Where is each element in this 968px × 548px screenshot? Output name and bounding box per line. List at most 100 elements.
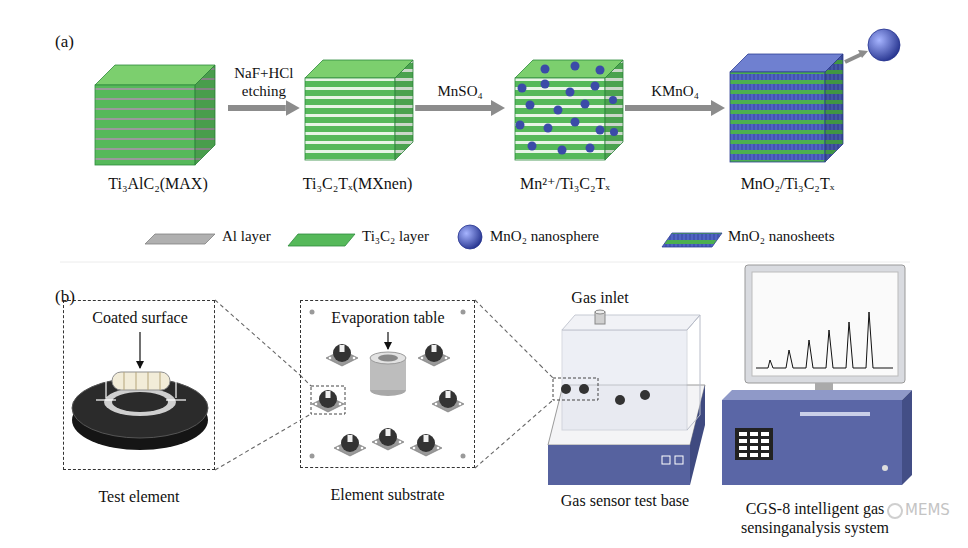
mxene-block — [305, 60, 413, 78]
caption-box: MnO₂/Ti₃C₂Tₓ — [725, 174, 850, 193]
node-caption: Ti₃C₂Tₓ(MXnen) — [303, 174, 412, 193]
mn-ion-block — [518, 84, 527, 93]
caption-box: Test element — [64, 487, 214, 506]
analysis-system-drawing — [750, 446, 758, 450]
analysis-system-drawing — [752, 272, 898, 376]
panel-label: (b) — [55, 287, 75, 307]
substrate-drawing — [311, 386, 345, 414]
panel-label: (a) — [55, 32, 74, 52]
node-caption: Ti₃AlC₂(MAX) — [108, 174, 207, 193]
analysis-system-drawing — [739, 432, 747, 436]
part-label: Gas inlet — [571, 288, 628, 307]
zoom-frame: Test element — [63, 300, 215, 470]
mn-ion-block — [605, 60, 623, 160]
substrate-drawing — [310, 310, 315, 315]
zoom-line — [475, 400, 553, 468]
analysis-system-drawing — [902, 390, 912, 485]
test-element-drawing — [96, 399, 116, 400]
analysis-system-drawing — [722, 390, 912, 400]
analysis-system-drawing — [739, 446, 747, 450]
mno2-block — [868, 29, 900, 61]
analysis-system-drawing — [750, 453, 758, 457]
mn-ion-block — [571, 118, 580, 127]
test-element-drawing — [148, 372, 149, 390]
test-element-drawing — [104, 388, 176, 416]
mno2-block — [845, 54, 862, 62]
substrate-drawing — [461, 310, 466, 315]
max-block — [95, 85, 195, 165]
test-element-drawing — [105, 376, 106, 398]
node-caption: Element substrate — [330, 485, 444, 504]
mn-ion-block — [515, 60, 623, 78]
test-element-drawing — [139, 332, 140, 368]
test-base-drawing — [561, 384, 571, 394]
mn-ion-block — [610, 128, 618, 136]
substrate-drawing — [418, 344, 450, 366]
test-base-drawing — [553, 378, 598, 400]
caption-box: Mn²⁺/Ti₃C₂Tₓ — [505, 174, 625, 193]
legend-entry: Ti₃C₂ layer — [362, 227, 429, 245]
node-caption: MnO₂/Ti₃C₂Tₓ — [741, 174, 835, 193]
al-layer-sample — [145, 234, 215, 244]
max-block — [95, 65, 215, 165]
legend-text: MnO₂ nanosphere — [490, 228, 599, 244]
test-element-drawing — [166, 399, 186, 400]
stage-node: Ti₃C₂Tₓ(MXnen) — [300, 48, 415, 193]
mn-ion-block — [515, 78, 605, 160]
test-base-drawing — [615, 395, 625, 405]
process-arrow — [415, 105, 491, 111]
test-base-drawing — [687, 315, 700, 330]
substrate-drawing — [334, 434, 366, 456]
nanosheets-sample — [662, 233, 722, 247]
caption-box: Element substrate — [301, 485, 474, 504]
test-element-drawing — [112, 372, 170, 390]
test-base-drawing — [548, 445, 690, 485]
mn-ion-block — [566, 88, 575, 97]
part-label: Coated surface — [92, 308, 188, 327]
device-node: Gas sensor test base — [540, 285, 710, 510]
substrate-drawing — [461, 454, 466, 459]
mno2-block — [825, 54, 843, 162]
test-element-drawing — [175, 376, 176, 398]
watermark-logo — [888, 504, 902, 518]
legend-entry: MnO₂ nanosheets — [728, 227, 834, 245]
legend-text: Al layer — [222, 228, 271, 244]
ti3c2-layer-sample — [288, 234, 355, 246]
separator — [60, 262, 910, 263]
legend-text: Ti₃C₂ layer — [362, 228, 429, 244]
substrate-drawing — [370, 352, 406, 364]
mn-ion-block — [605, 60, 623, 160]
substrate-drawing — [310, 454, 315, 459]
mno2-block — [730, 29, 900, 162]
zoom-line — [300, 375, 311, 386]
test-element-drawing — [124, 372, 125, 390]
test-base-drawing — [690, 385, 705, 485]
mno2-block — [730, 72, 825, 162]
mn-ion-block — [586, 144, 595, 153]
zoom-line — [215, 300, 300, 375]
analysis-system-drawing — [739, 453, 747, 457]
zoom-line — [540, 365, 553, 378]
mno2-block — [730, 54, 843, 72]
mn-ion-block — [554, 106, 563, 115]
mn-ion-block — [541, 80, 550, 89]
caption-box: Gas sensor test base — [540, 491, 710, 510]
mn-ion-block — [528, 142, 537, 151]
substrate-drawing — [432, 390, 464, 412]
watermark: MEMS — [905, 501, 950, 519]
analysis-system-drawing — [761, 453, 769, 457]
stage-node: Ti₃AlC₂(MAX) — [88, 48, 228, 193]
test-base-drawing — [595, 310, 605, 314]
test-element-drawing — [136, 372, 137, 390]
test-element-drawing — [112, 392, 168, 412]
analysis-system-drawing — [800, 412, 870, 416]
mn-ion-block — [596, 66, 605, 75]
substrate-drawing — [372, 428, 404, 450]
caption-box: Ti₃AlC₂(MAX) — [88, 174, 228, 193]
device-node: CGS-8 intelligent gas sensinganalysis sy… — [715, 262, 915, 537]
mno2-block — [858, 50, 868, 58]
